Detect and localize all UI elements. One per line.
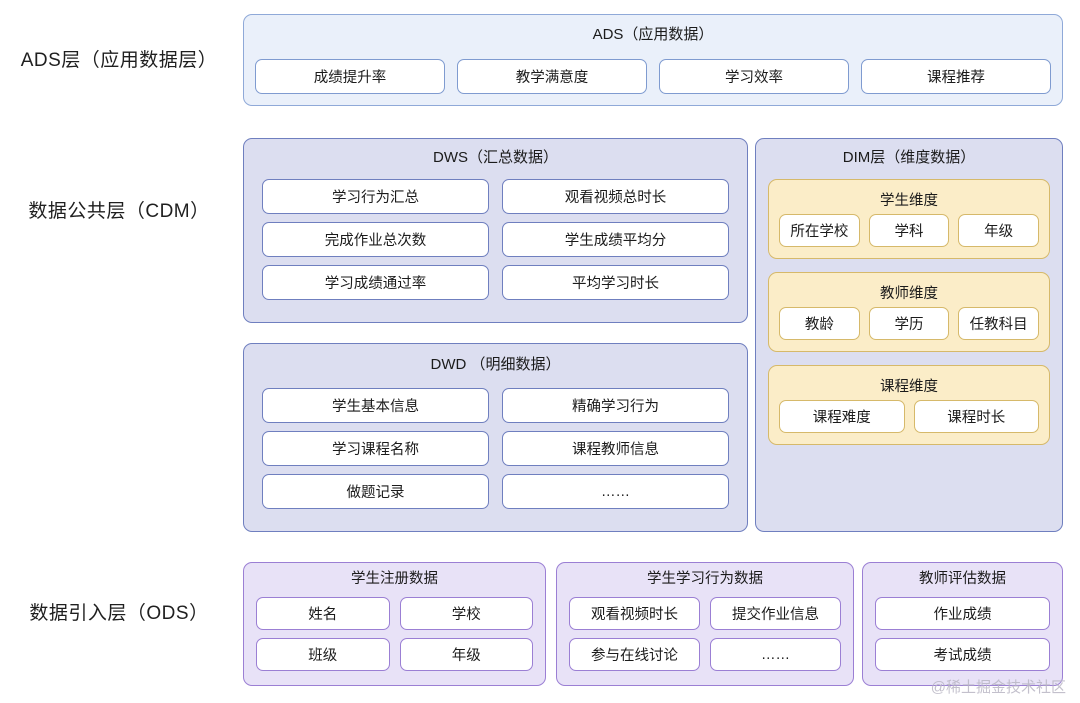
dim-group-course: 课程维度 课程难度 课程时长	[768, 365, 1050, 445]
ads-item-list: 成绩提升率 教学满意度 学习效率 课程推荐	[255, 59, 1051, 94]
dim-group-item-list: 所在学校 学科 年级	[779, 214, 1040, 247]
ods-item-list: 观看视频时长 提交作业信息 参与在线讨论 ……	[569, 597, 841, 671]
ads-item[interactable]: 学习效率	[659, 59, 849, 94]
dim-item[interactable]: 学科	[868, 214, 950, 247]
ods-item[interactable]: 学校	[399, 597, 533, 630]
watermark: @稀土掘金技术社区	[930, 679, 1066, 696]
dws-item-list: 学习行为汇总 观看视频总时长 完成作业总次数 学生成绩平均分 学习成绩通过率 平…	[262, 179, 729, 300]
ods-item[interactable]: ……	[710, 638, 841, 671]
dwd-panel-title: DWD （明细数据）	[430, 356, 561, 373]
dim-group-item-list: 课程难度 课程时长	[779, 400, 1039, 433]
ods-item[interactable]: 观看视频时长	[569, 597, 700, 630]
ods-item-list: 姓名 学校 班级 年级	[256, 597, 533, 671]
ods-item[interactable]: 作业成绩	[875, 597, 1050, 630]
dwd-item[interactable]: 课程教师信息	[502, 431, 729, 466]
dim-group-teacher: 教师维度 教龄 学历 任教科目	[768, 272, 1050, 352]
dim-item[interactable]: 所在学校	[779, 214, 860, 247]
dim-panel: DIM层（维度数据） 学生维度 所在学校 学科 年级 教师维度 教龄 学历 任教…	[755, 138, 1063, 532]
ods-panel-student-behavior: 学生学习行为数据 观看视频时长 提交作业信息 参与在线讨论 ……	[556, 562, 854, 686]
dim-group-title: 学生维度	[880, 193, 938, 209]
dws-item[interactable]: 学习行为汇总	[262, 179, 489, 214]
ads-panel-title: ADS（应用数据）	[592, 26, 714, 43]
ods-item-list: 作业成绩 考试成绩	[875, 597, 1050, 671]
dim-group-item-list: 教龄 学历 任教科目	[779, 307, 1040, 340]
dwd-item[interactable]: 学习课程名称	[262, 431, 489, 466]
dim-item[interactable]: 课程时长	[913, 400, 1039, 433]
ods-panel-title: 学生注册数据	[351, 571, 438, 587]
ods-panel-title: 学生学习行为数据	[647, 571, 763, 587]
ods-panel-student-registration: 学生注册数据 姓名 学校 班级 年级	[243, 562, 546, 686]
dws-item[interactable]: 学习成绩通过率	[262, 265, 489, 300]
dwd-item-list: 学生基本信息 精确学习行为 学习课程名称 课程教师信息 做题记录 ……	[262, 388, 729, 509]
ods-item[interactable]: 考试成绩	[875, 638, 1050, 671]
dim-item[interactable]: 年级	[958, 214, 1040, 247]
ods-item[interactable]: 参与在线讨论	[569, 638, 700, 671]
dws-item[interactable]: 平均学习时长	[502, 265, 729, 300]
ads-item[interactable]: 教学满意度	[457, 59, 647, 94]
dwd-item[interactable]: 做题记录	[262, 474, 489, 509]
dws-item[interactable]: 观看视频总时长	[502, 179, 729, 214]
dim-item[interactable]: 教龄	[779, 307, 860, 340]
dwd-item[interactable]: 学生基本信息	[262, 388, 489, 423]
ods-item[interactable]: 年级	[399, 638, 533, 671]
dwd-item[interactable]: 精确学习行为	[502, 388, 729, 423]
ads-item[interactable]: 课程推荐	[861, 59, 1051, 94]
row-label-cdm: 数据公共层（CDM）	[28, 201, 210, 222]
ods-item[interactable]: 提交作业信息	[710, 597, 841, 630]
dim-panel-title: DIM层（维度数据）	[842, 149, 976, 166]
row-label-ads: ADS层（应用数据层）	[20, 50, 218, 71]
dim-item[interactable]: 学历	[868, 307, 950, 340]
dim-item[interactable]: 课程难度	[779, 400, 905, 433]
dim-group-title: 教师维度	[880, 286, 938, 302]
dim-group-student: 学生维度 所在学校 学科 年级	[768, 179, 1050, 259]
dim-group-title: 课程维度	[880, 379, 938, 395]
dwd-panel: DWD （明细数据） 学生基本信息 精确学习行为 学习课程名称 课程教师信息 做…	[243, 343, 748, 532]
dws-panel-title: DWS（汇总数据）	[433, 149, 558, 166]
ads-panel: ADS（应用数据） 成绩提升率 教学满意度 学习效率 课程推荐	[243, 14, 1063, 106]
dws-item[interactable]: 完成作业总次数	[262, 222, 489, 257]
dws-item[interactable]: 学生成绩平均分	[502, 222, 729, 257]
ods-panel-teacher-evaluation: 教师评估数据 作业成绩 考试成绩	[862, 562, 1063, 686]
dim-item[interactable]: 任教科目	[958, 307, 1040, 340]
dws-panel: DWS（汇总数据） 学习行为汇总 观看视频总时长 完成作业总次数 学生成绩平均分…	[243, 138, 748, 323]
ods-panel-title: 教师评估数据	[919, 571, 1006, 587]
dwd-item[interactable]: ……	[502, 474, 729, 509]
row-label-ods: 数据引入层（ODS）	[29, 603, 209, 624]
ods-item[interactable]: 班级	[256, 638, 390, 671]
ods-item[interactable]: 姓名	[256, 597, 390, 630]
ads-item[interactable]: 成绩提升率	[255, 59, 445, 94]
